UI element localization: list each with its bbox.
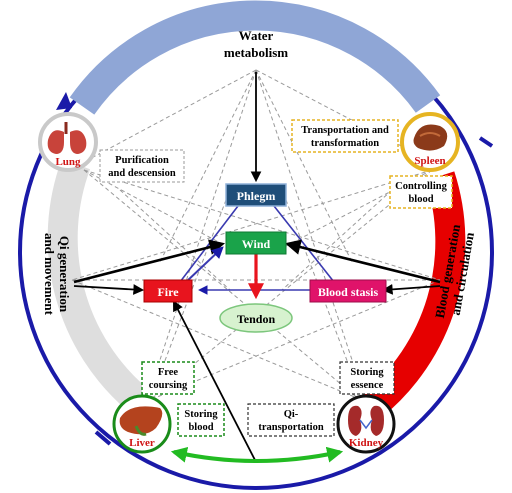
tendon-node: Tendon	[219, 303, 293, 333]
ring-tick-left-bottom	[94, 430, 112, 446]
water-label: Water	[239, 28, 274, 43]
phlegm-node: Phlegm	[225, 183, 287, 207]
ring-tick-right	[478, 136, 494, 148]
lung-function-box: Purification and descension	[99, 149, 185, 183]
lung-function-line2: and descension	[108, 168, 176, 179]
band-qi-generation	[47, 158, 148, 412]
kidney-qi-line2: transportation	[258, 422, 323, 433]
liver-label: Liver	[129, 437, 155, 449]
liver-kidney-arrow	[170, 446, 344, 463]
spleen-transport-line1: Transportation and	[301, 125, 389, 136]
band-blood-generation	[362, 171, 466, 418]
blood-stasis-node: Blood stasis	[309, 279, 387, 303]
band-label-top: Water metabolism	[224, 28, 288, 60]
lung-function-line1: Purification	[115, 155, 169, 166]
liver-store-line2: blood	[188, 422, 213, 433]
metabolism-label: metabolism	[224, 45, 288, 60]
lung-label: Lung	[55, 156, 81, 168]
kidney-organ: Kidney	[336, 394, 396, 454]
liver-icon	[119, 406, 163, 436]
tendon-label: Tendon	[237, 312, 276, 326]
spleen-control-line1: Controlling	[395, 181, 447, 192]
liver-free-line2: coursing	[149, 380, 188, 391]
kidney-qi-line1: Qi-	[284, 409, 299, 420]
ring-arrow-left	[56, 92, 72, 110]
wind-node: Wind	[225, 231, 287, 255]
lung-icon	[47, 122, 87, 154]
liver-free-box: Free coursing	[141, 361, 195, 395]
spleen-control-box: Controlling blood	[389, 175, 453, 209]
kidney-store-line2: essence	[351, 380, 384, 391]
liver-free-line1: Free	[158, 367, 179, 378]
and-movement-label: and movement	[42, 233, 57, 316]
spleen-icon	[413, 124, 448, 151]
spleen-organ: Spleen	[400, 112, 460, 172]
spleen-control-line2: blood	[408, 194, 433, 205]
kidney-store-box: Storing essence	[339, 361, 395, 395]
kidney-icon	[348, 405, 384, 436]
blood-stasis-label: Blood stasis	[318, 285, 379, 299]
spleen-transport-box: Transportation and transformation	[291, 119, 399, 153]
fire-node: Fire	[143, 279, 193, 303]
kidney-store-line1: Storing	[350, 367, 384, 378]
lung-organ: Lung	[38, 112, 98, 172]
liver-organ: Liver	[112, 394, 172, 454]
liver-store-line1: Storing	[184, 409, 218, 420]
spleen-label: Spleen	[414, 155, 445, 167]
liver-store-box: Storing blood	[177, 403, 225, 437]
black-arrows	[73, 72, 441, 463]
band-water-metabolism	[69, 0, 441, 115]
kidney-label: Kidney	[349, 437, 384, 449]
wind-label: Wind	[242, 237, 271, 251]
qi-generation-label: Qi generation	[57, 236, 72, 313]
phlegm-label: Phlegm	[237, 189, 276, 203]
kidney-qi-box: Qi- transportation	[247, 403, 335, 437]
band-label-left: Qi generation and movement	[42, 233, 72, 316]
fire-label: Fire	[157, 285, 179, 299]
spleen-transport-line2: transformation	[311, 138, 379, 149]
